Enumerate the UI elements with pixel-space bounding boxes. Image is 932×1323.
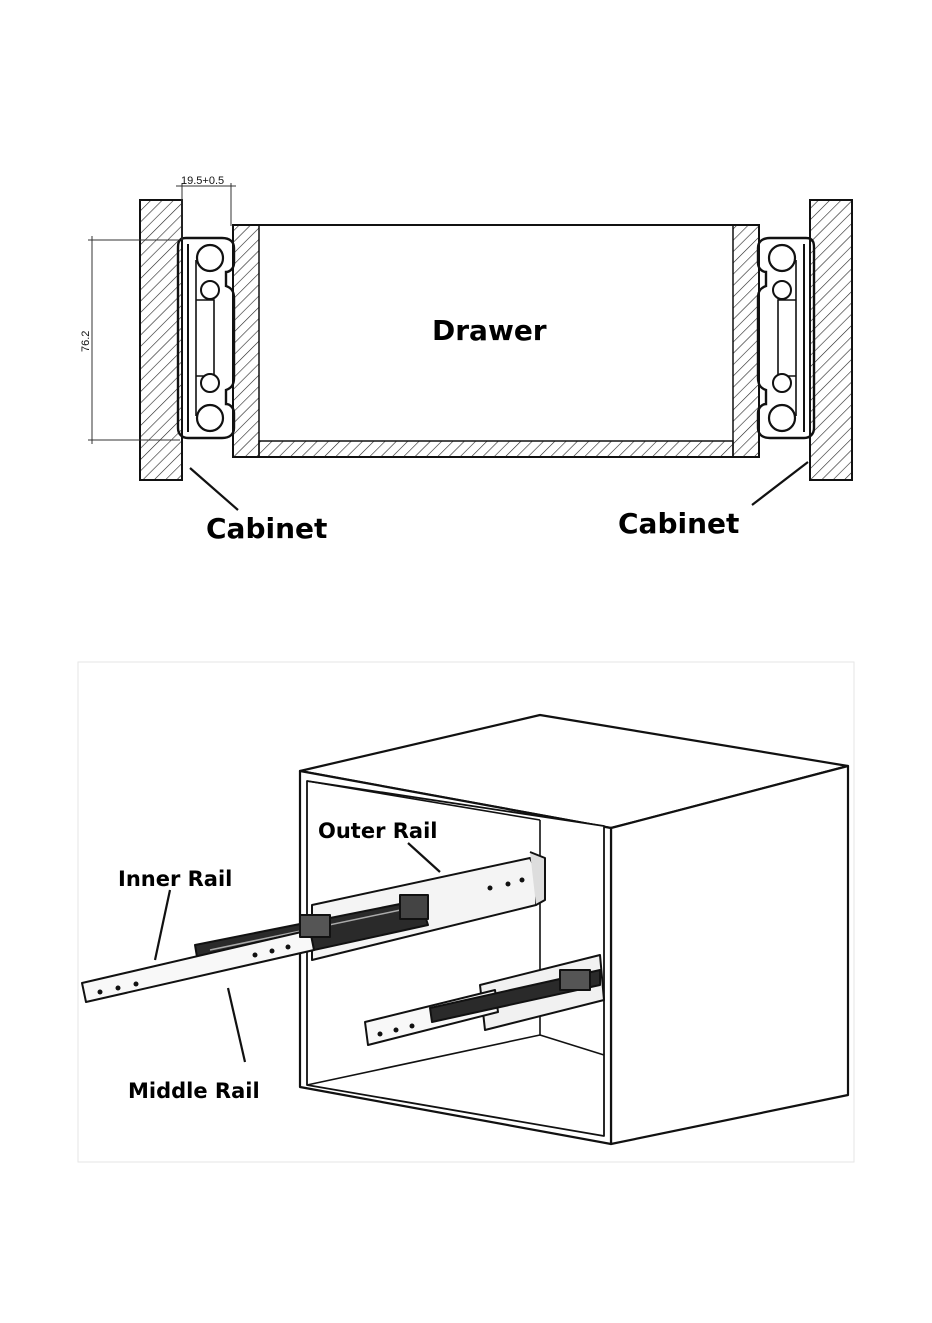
width-dimension: 19.5+0.5 — [176, 175, 236, 240]
outer-rail-label: Outer Rail — [318, 819, 438, 843]
inner-rail-leader — [155, 890, 170, 960]
middle-rail-leader — [228, 988, 245, 1062]
isometric-diagram: Outer Rail Inner Rail Middle Rail — [78, 662, 854, 1162]
right-cabinet-leader — [752, 462, 808, 505]
cross-section-diagram: 19.5+0.5 76.2 Drawer Cabinet Cabinet — [80, 175, 852, 545]
left-slide-profile — [178, 238, 234, 438]
right-cabinet-label: Cabinet — [618, 507, 739, 540]
height-dimension-label: 76.2 — [80, 331, 92, 352]
inner-rail-label: Inner Rail — [118, 867, 232, 891]
left-cabinet-label: Cabinet — [206, 512, 327, 545]
right-slide-profile — [758, 238, 814, 438]
drawer-label: Drawer — [432, 314, 547, 347]
inner-rail — [82, 930, 314, 1002]
left-cabinet-wall — [140, 200, 182, 480]
middle-rail-label: Middle Rail — [128, 1079, 260, 1103]
left-cabinet-leader — [190, 468, 238, 510]
width-dimension-label: 19.5+0.5 — [181, 175, 224, 187]
right-cabinet-wall — [810, 200, 852, 480]
